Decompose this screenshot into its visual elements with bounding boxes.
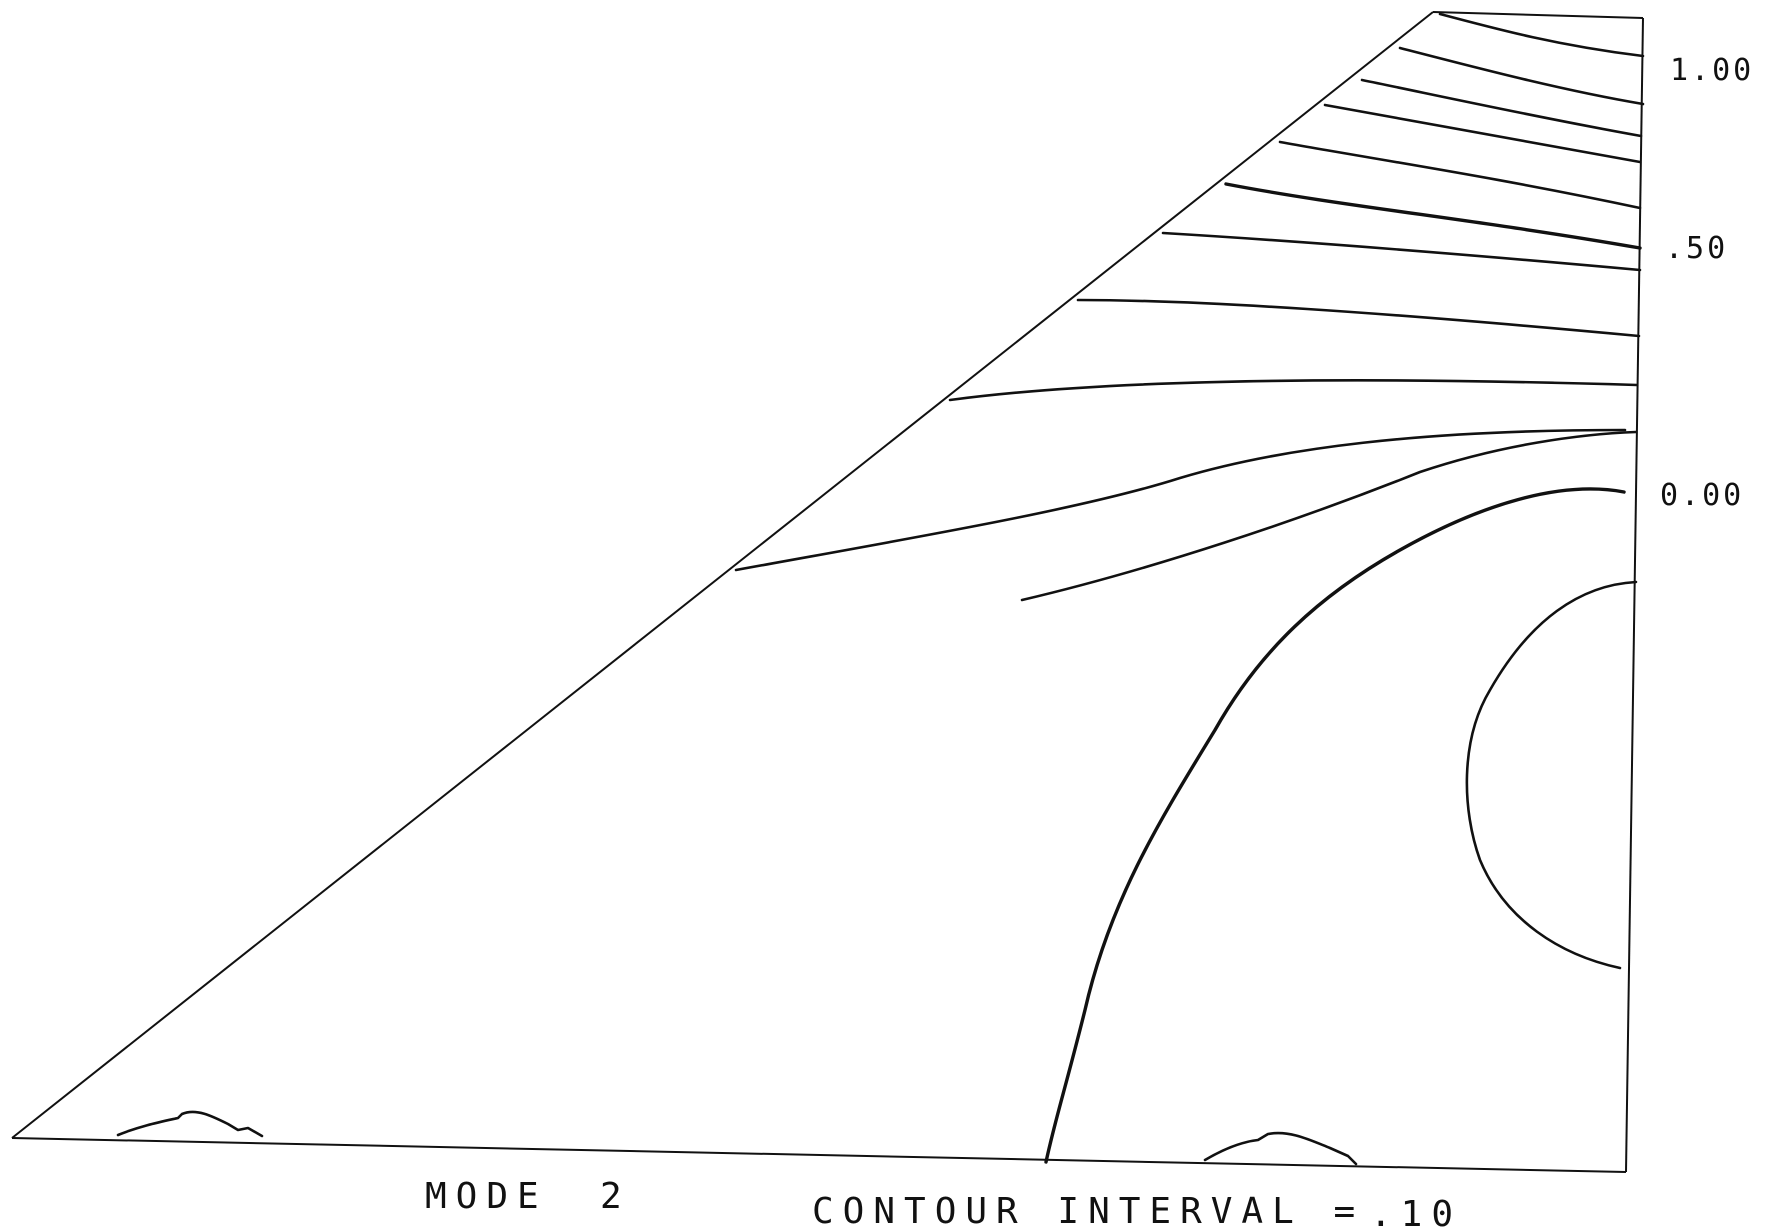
contour-line (948, 379, 1639, 402)
interval-value: .10 (1370, 1194, 1462, 1231)
contour-line (1076, 298, 1641, 338)
contour-line (1438, 12, 1645, 58)
contour-line (1278, 140, 1642, 210)
right-edge (1625, 17, 1644, 1173)
scale-labels: 1.00 .50 0.00 (1660, 53, 1754, 513)
interval-label: CONTOUR INTERVAL = (812, 1191, 1364, 1231)
top-edge (1432, 11, 1644, 19)
contour-feature-right (1203, 1131, 1358, 1166)
contour-line-loop (1465, 580, 1638, 970)
contour-line (1398, 46, 1645, 106)
mode-value: 2 (600, 1176, 631, 1217)
contour-line (734, 428, 1627, 572)
contour-line (1020, 430, 1638, 602)
contour-line-zero (1044, 487, 1626, 1164)
contour-line (1323, 103, 1642, 164)
plot-caption: MODE 2 CONTOUR INTERVAL = .10 (425, 1176, 1462, 1231)
scale-label-bottom: 0.00 (1660, 478, 1744, 513)
bottom-edge (11, 1137, 1627, 1173)
scale-label-middle: .50 (1665, 231, 1728, 266)
contour-line (1161, 231, 1642, 272)
scale-label-top: 1.00 (1670, 53, 1754, 88)
contour-lines-upper (734, 12, 1645, 602)
contour-feature-left (116, 1110, 264, 1138)
contour-line (1360, 78, 1643, 138)
diagonal-edge (11, 11, 1434, 1139)
contour-line (1224, 182, 1642, 250)
mode-label: MODE (425, 1176, 548, 1217)
domain-outline (11, 11, 1644, 1173)
